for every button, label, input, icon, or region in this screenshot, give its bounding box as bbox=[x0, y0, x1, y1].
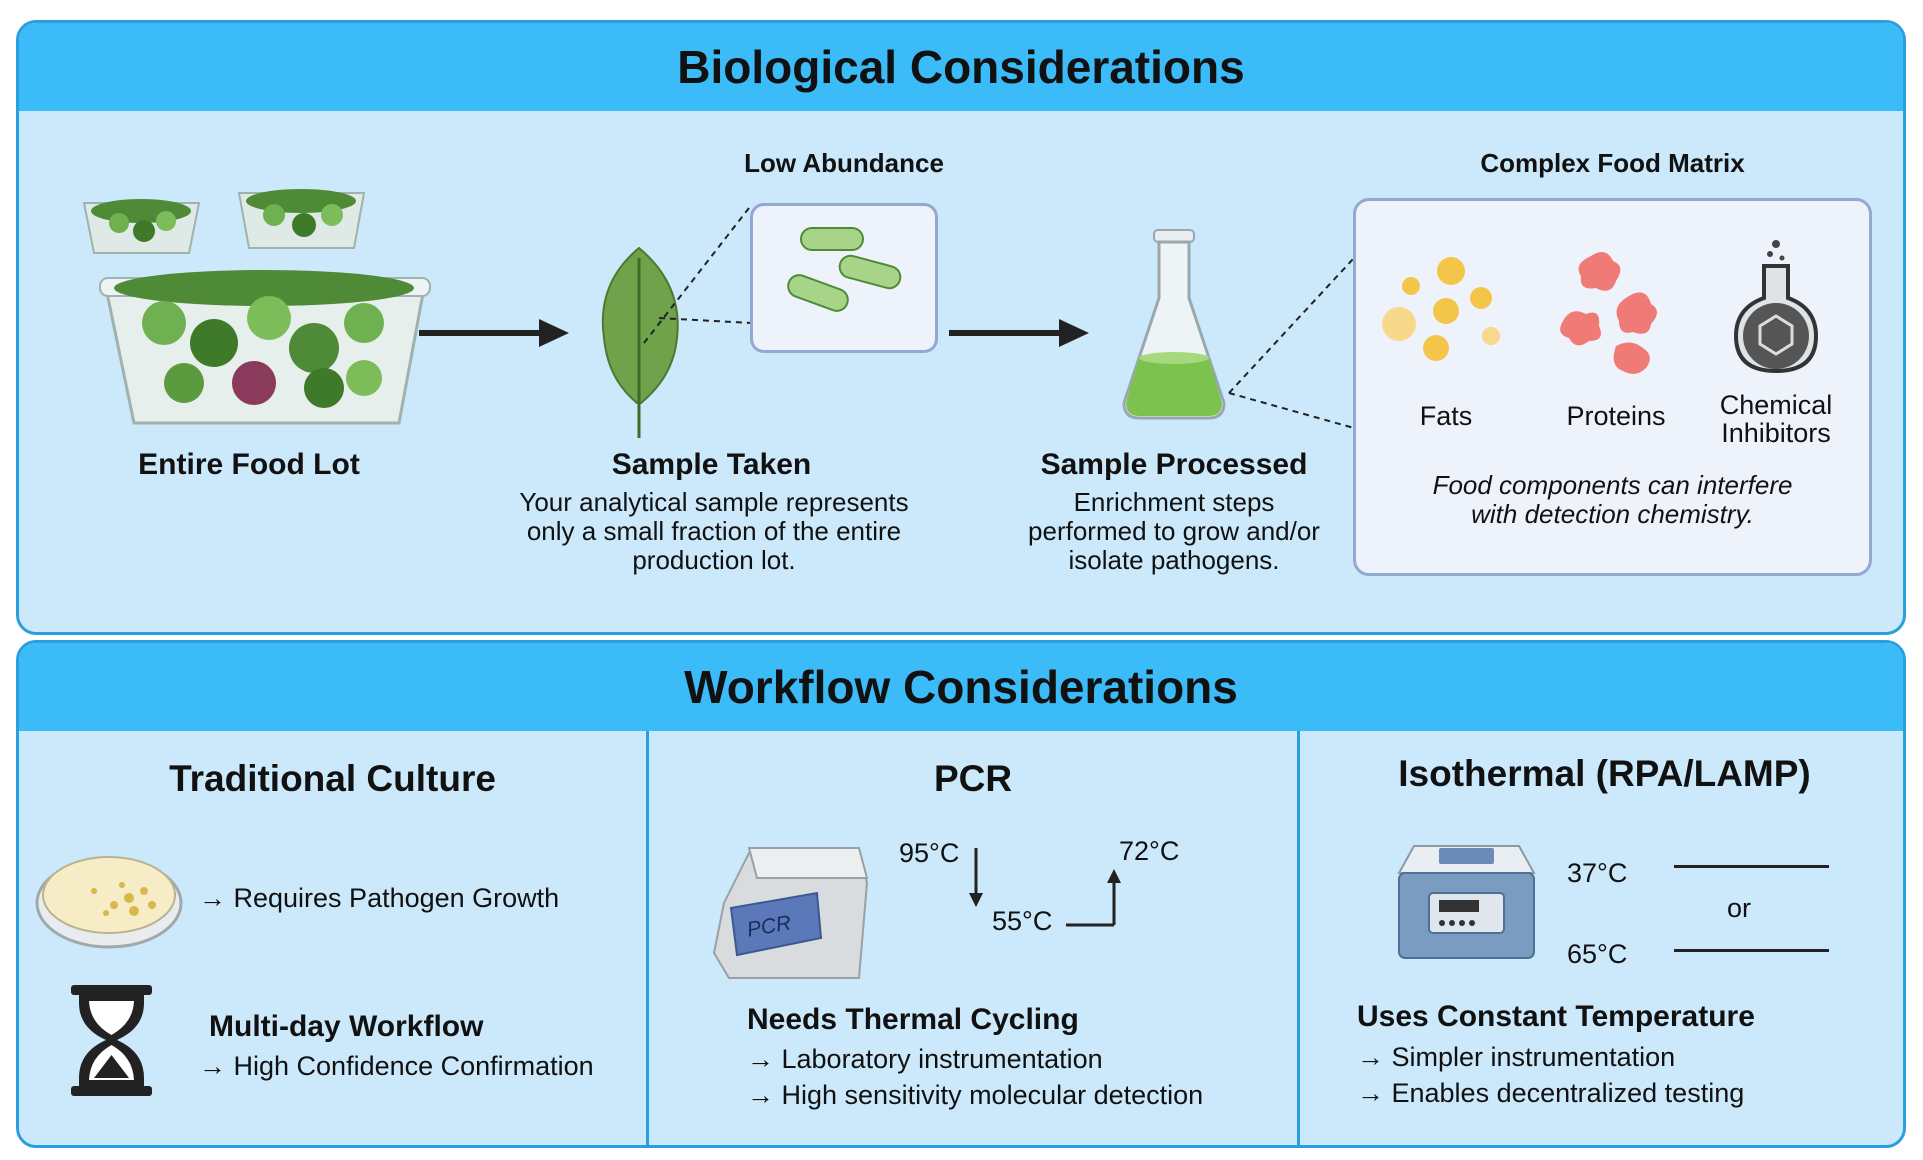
matrix-title: Complex Food Matrix bbox=[1480, 148, 1745, 178]
heat-block-icon bbox=[1397, 845, 1536, 959]
sample-processed-line: Enrichment steps bbox=[1073, 487, 1275, 517]
matrix-note: Food components can interfere with detec… bbox=[1356, 471, 1869, 529]
petri-dish-icon bbox=[35, 856, 183, 949]
zoom-connector bbox=[643, 207, 752, 344]
chemical-flask-icon bbox=[1733, 240, 1819, 374]
food-matrix-box: Fats Proteins Chemical Inhibitors Food c… bbox=[1353, 198, 1872, 576]
sample-processed-line: performed to grow and/or bbox=[1028, 516, 1320, 546]
fats-label: Fats bbox=[1419, 401, 1473, 431]
hourglass-icon bbox=[71, 985, 152, 1096]
chemical-label-line: Inhibitors bbox=[1721, 418, 1831, 448]
pcr-machine-shape bbox=[712, 847, 869, 979]
iso-bullet: → Simpler instrumentation bbox=[1357, 1042, 1676, 1072]
pcr-cycle-arrows bbox=[969, 848, 1121, 927]
pcr-machine-icon: PCR bbox=[709, 843, 879, 983]
arrow-right-icon bbox=[419, 319, 569, 347]
sample-processed-title: Sample Processed bbox=[1040, 448, 1308, 481]
pcr-bullet: → High sensitivity molecular detection bbox=[747, 1080, 1204, 1110]
sample-taken-desc: Your analytical sample represents only a… bbox=[459, 488, 969, 575]
sample-processed-desc: Enrichment steps performed to grow and/o… bbox=[994, 488, 1354, 575]
workflow-title: Workflow Considerations bbox=[684, 661, 1238, 713]
salad-container-icon bbox=[82, 189, 431, 425]
leaf-icon bbox=[601, 246, 679, 438]
sample-taken-line: Your analytical sample represents bbox=[519, 487, 909, 517]
fat-droplets-icon bbox=[1382, 257, 1500, 361]
iso-or-label: or bbox=[1727, 893, 1752, 923]
proteins-label: Proteins bbox=[1566, 401, 1666, 431]
culture-title: Traditional Culture bbox=[169, 758, 496, 799]
iso-temp-low: 37°C bbox=[1567, 858, 1628, 888]
chemical-label-line: Chemical bbox=[1719, 390, 1833, 420]
sample-taken-line: production lot. bbox=[632, 545, 796, 575]
flask-icon bbox=[1122, 229, 1226, 420]
biological-panel: Biological Considerations Entire Food Lo… bbox=[16, 20, 1906, 635]
protein-blobs-icon bbox=[1560, 252, 1657, 374]
bacteria-icon bbox=[787, 227, 902, 312]
pcr-bullet: → Laboratory instrumentation bbox=[747, 1044, 1103, 1074]
iso-line-high bbox=[1674, 949, 1829, 952]
column-divider bbox=[1297, 731, 1300, 1145]
iso-temp-high: 65°C bbox=[1567, 939, 1628, 969]
sample-processed-line: isolate pathogens. bbox=[1068, 545, 1280, 575]
workflow-header: Workflow Considerations bbox=[19, 643, 1903, 731]
pcr-title: PCR bbox=[933, 758, 1013, 799]
pcr-temp-denature: 95°C bbox=[899, 838, 960, 868]
column-divider bbox=[646, 731, 649, 1145]
matrix-note-line: with detection chemistry. bbox=[1471, 499, 1754, 529]
sample-taken-title: Sample Taken bbox=[611, 448, 812, 481]
zoom-box bbox=[750, 203, 938, 353]
isothermal-title: Isothermal (RPA/LAMP) bbox=[1398, 753, 1811, 794]
matrix-connector bbox=[1228, 257, 1355, 429]
sample-taken-line: only a small fraction of the entire bbox=[526, 516, 902, 546]
low-abundance-label: Low Abundance bbox=[744, 148, 944, 178]
biological-header: Biological Considerations bbox=[19, 23, 1903, 111]
food-lot-label: Entire Food Lot bbox=[138, 448, 360, 481]
biological-title: Biological Considerations bbox=[677, 41, 1245, 93]
arrow-right-icon bbox=[949, 319, 1089, 347]
matrix-note-line: Food components can interfere bbox=[1432, 470, 1793, 500]
culture-growth: → Requires Pathogen Growth bbox=[199, 883, 560, 913]
chemical-label: Chemical Inhibitors bbox=[1696, 391, 1856, 447]
workflow-panel: Workflow Considerations Traditional Cult… bbox=[16, 640, 1906, 1148]
pcr-needs-title: Needs Thermal Cycling bbox=[747, 1003, 1079, 1036]
pcr-temp-anneal: 55°C bbox=[992, 906, 1053, 936]
iso-uses-title: Uses Constant Temperature bbox=[1357, 1000, 1755, 1033]
iso-bullet: → Enables decentralized testing bbox=[1357, 1078, 1745, 1108]
multiday-desc: → High Confidence Confirmation bbox=[199, 1051, 594, 1081]
multiday-title: Multi-day Workflow bbox=[209, 1010, 484, 1043]
pcr-temp-extend: 72°C bbox=[1119, 836, 1180, 866]
iso-line-low bbox=[1674, 865, 1829, 868]
